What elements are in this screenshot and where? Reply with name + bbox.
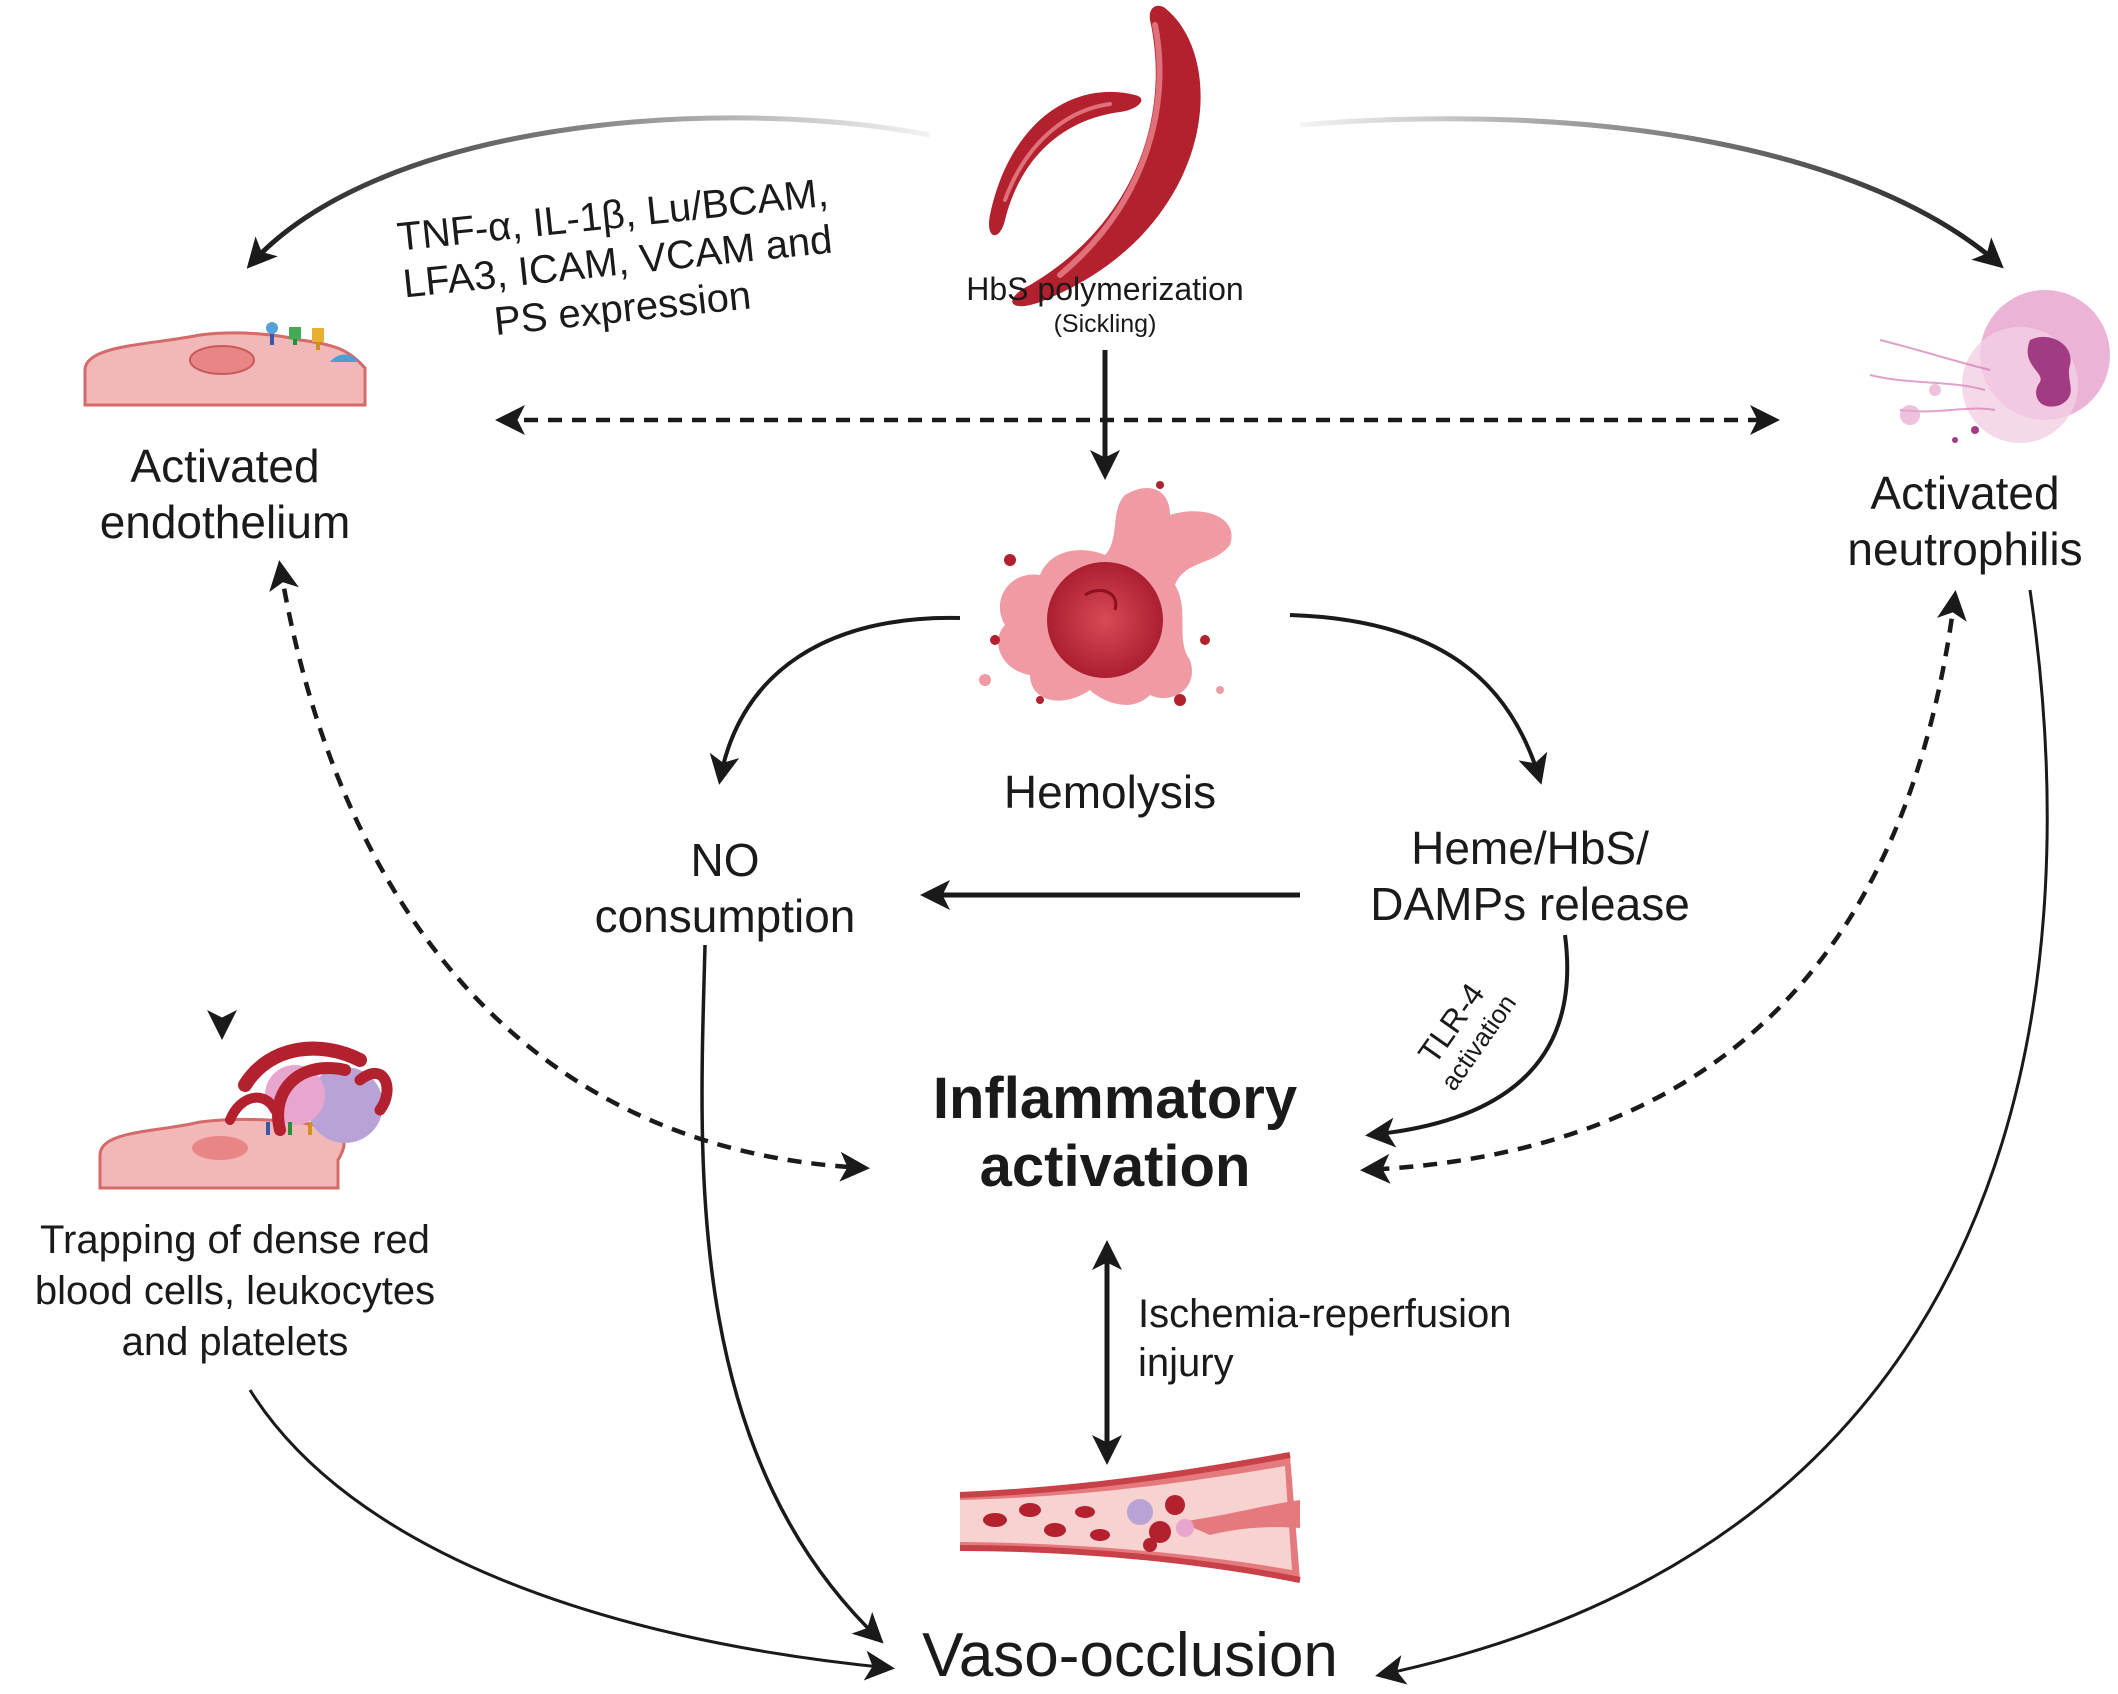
ischemia-line-2: injury [1138, 1340, 1234, 1385]
arrow-hbs-to-endothelium [246, 115, 931, 269]
inflammatory-line-2: activation [979, 1134, 1251, 1200]
activated-endothelium-label: Activated endothelium [45, 438, 405, 550]
hemolysis-cell-icon [979, 481, 1232, 706]
heme-line-1: Heme/HbS/ [1411, 822, 1649, 874]
arrows [207, 115, 2049, 1685]
arrow-neutrophils-to-vaso [1375, 589, 2049, 1685]
neutrophils-line-1: Activated [1870, 467, 2060, 519]
trapping-line-2: blood cells, leukocytes [34, 1269, 436, 1314]
hbs-polymerization-label: HbS polymerization (Sickling) [900, 270, 1310, 340]
arrow-no-to-vaso [700, 944, 884, 1644]
no-line-2: consumption [594, 890, 856, 943]
blood-vessel-icon [959, 1452, 1301, 1583]
neutrophils-line-2: neutrophilis [1847, 523, 2083, 576]
hemolysis-label: Hemolysis [960, 764, 1260, 820]
trapping-label: Trapping of dense red blood cells, leuko… [0, 1215, 470, 1369]
sickle-cell-icon [988, 5, 1201, 307]
trapping-line-3: and platelets [121, 1320, 349, 1365]
hbs-title: HbS polymerization [966, 271, 1244, 307]
ischemia-line-1: Ischemia-reperfusion [1138, 1292, 1512, 1336]
activated-neutrophils-label: Activated neutrophilis [1815, 465, 2115, 577]
heme-line-2: DAMPs release [1370, 878, 1690, 931]
inflammatory-activation-label: Inflammatory activation [880, 1065, 1350, 1202]
arrow-hbs-to-neutrophils [1299, 116, 2004, 269]
vaso-text: Vaso-occlusion [922, 1621, 1338, 1690]
arrow-trapping-to-vaso [248, 1389, 895, 1681]
arrow-endothelium-inflammatory-dashed [269, 560, 870, 1182]
heme-release-label: Heme/HbS/ DAMPs release [1340, 820, 1720, 932]
trapping-line-1: Trapping of dense red [40, 1218, 430, 1262]
endothelium-line-1: Activated [130, 440, 320, 492]
no-line-1: NO [690, 834, 760, 886]
ischemia-reperfusion-label: Ischemia-reperfusion injury [1138, 1290, 1512, 1388]
inflammatory-line-1: Inflammatory [932, 1066, 1298, 1131]
endothelium-line-2: endothelium [99, 496, 351, 549]
hbs-subtitle: (Sickling) [1053, 310, 1157, 339]
arrow-hemolysis-to-no [709, 615, 961, 785]
arrow-neutrophils-inflammatory-dashed [1360, 590, 1967, 1184]
endothelial-cell-icon [83, 322, 367, 407]
no-consumption-label: NO consumption [560, 832, 890, 944]
neutrophil-icon [1869, 290, 2110, 443]
trapped-cells-icon [98, 1041, 393, 1190]
hemolysis-text: Hemolysis [1003, 766, 1217, 818]
vaso-occlusion-label: Vaso-occlusion [885, 1618, 1375, 1694]
arrow-hemolysis-to-heme [1289, 613, 1548, 785]
